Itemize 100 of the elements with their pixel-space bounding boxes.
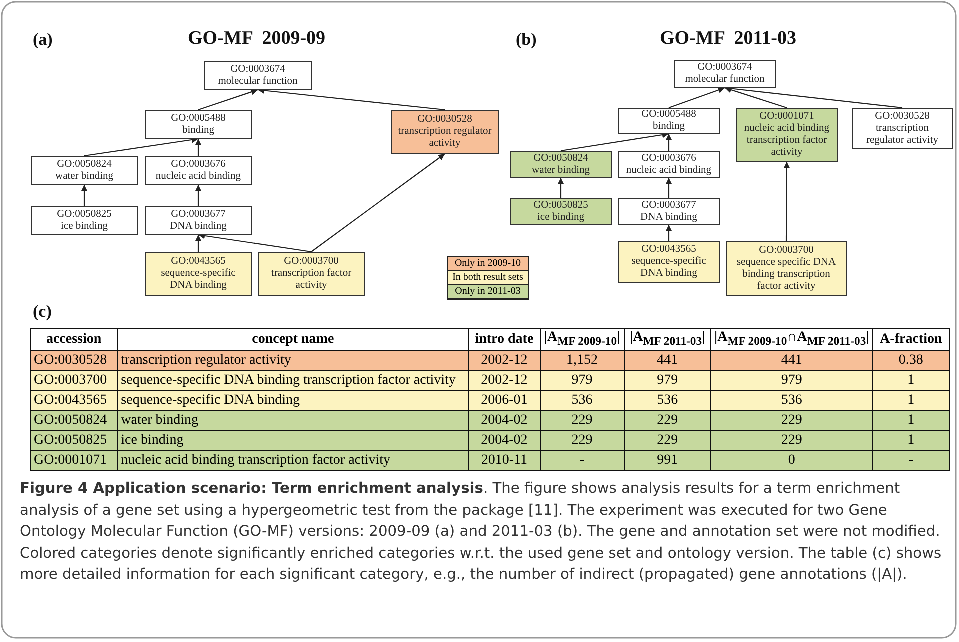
term-id: GO:0003676 [642,152,696,164]
term-id: GO:0003676 [171,158,226,170]
term-box [31,206,138,235]
term-id: GO:0003674 [698,62,752,74]
term-name: transcription regulator activity [397,126,493,150]
figure-caption: Figure 4 Application scenario: Term enrichment analysis. The figure shows analysis results for a term enrichment analysis of a gene set using a hypergeometric test from the package [11]. The experiment was executed for two Gene Ontology Molecular Function (GO-MF) versions: 2009-09 (a) and 2011-03 (b). The gene and annotation set were not modified. Colored categories denote significantly enriched categories w.r.t. the used gene set and ontology version. The table (c) shows more detailed information for each significant category, e.g., the number of indirect (propagated) gene annotations (|A|). [20,479,943,586]
term-id: GO:0003677 [642,200,696,212]
table-cell: sequence-specific DNA binding [118,390,469,410]
term-box [145,206,252,235]
panel-heading: GO-MF 2011-03 [660,28,796,50]
term-box [145,252,252,296]
table-cell: 229 [624,410,711,430]
term-id: GO:0050824 [534,152,588,164]
table-cell: 229 [710,410,873,430]
panel-letter: (b) [516,30,537,50]
term-box [145,156,252,185]
arrow [666,134,672,151]
arrow [311,154,446,252]
arrow [668,87,726,109]
term-id: GO:0003700 [759,244,814,256]
table-cell: 2004-02 [468,430,540,450]
table-cell: 229 [710,430,873,450]
term-id: GO:0050825 [534,200,588,212]
arrow [195,139,202,156]
table-cell: 536 [710,390,873,410]
table-cell: GO:0050824 [30,410,118,430]
table-cell: 536 [624,390,711,410]
arrow [195,185,202,206]
term-box [510,151,612,178]
table-cell: sequence-specific DNA binding transcription factor activity [118,370,469,390]
table-cell: GO:0043565 [30,390,118,410]
term-name: molecular function [685,74,765,86]
arrow [195,235,202,252]
table-cell: 979 [624,370,711,390]
header-cell: |A$_{MF 2009-10}$∩A$_{MF 2011-03}$| [710,328,873,350]
arrow [81,185,88,206]
table-cell: 2006-01 [468,390,540,410]
table-cell: transcription regulator activity [118,350,469,370]
term-id: GO:0030528 [418,114,472,126]
term-name: ice binding [538,212,584,224]
term-name: ice binding [61,220,108,232]
term-id: GO:0001071 [760,111,814,123]
header-cell: |A$_{MF 2009-10}$| [540,328,624,350]
table-cell: 0 [710,450,873,470]
table-cell: 229 [540,410,624,430]
term-name: binding [652,121,686,133]
table-cell: GO:0050825 [30,430,118,450]
term-box [145,110,252,139]
table-cell: 979 [540,370,624,390]
term-name: transcription regulator activity [865,122,940,146]
term-name: transcription factor activity [270,268,353,292]
arrow [666,225,672,241]
term-id: GO:0043565 [642,244,696,256]
panel-letter: (a) [33,30,53,50]
term-name: DNA binding [170,220,227,232]
term-box [258,252,365,296]
term-id: GO:0003677 [171,208,226,220]
table-cell: ice binding [118,430,469,450]
table-cell: 1 [872,430,950,450]
table-cell: 1,152 [540,350,624,370]
term-id: GO:0003700 [284,256,339,268]
table-cell: nucleic acid binding transcription factor activity [118,450,469,470]
term-name: water binding [55,170,114,182]
header-cell: A-fraction [872,328,950,350]
term-box [618,241,720,283]
arrow [666,178,672,198]
arrow [558,178,564,198]
table-cell: 2010-11 [468,450,540,470]
header-cell: accession [30,328,118,350]
term-name: DNA binding [640,212,698,224]
header-cell: intro date [468,328,540,350]
term-name: nucleic acid binding transcription factor activity [743,123,831,159]
term-id: GO:0050824 [57,158,112,170]
term-box [726,241,847,296]
panel-letter: (c) [33,302,52,322]
header-cell: concept name [118,328,469,350]
arrow [560,132,670,152]
term-box [618,151,720,178]
term-name: sequence-specific DNA binding [630,256,708,280]
legend-text: In both result sets [452,272,524,283]
table-cell: 991 [624,450,711,470]
term-name: sequence specific DNA binding transcription factor activity [736,256,838,292]
table-cell: 536 [540,390,624,410]
header-cell: |A$_{MF 2011-03}$| [624,328,711,350]
table-cell: 2004-02 [468,410,540,430]
term-box [618,198,720,225]
term-name: water binding [532,164,590,176]
term-box [31,156,138,185]
table-cell: 979 [710,370,873,390]
arrow [198,88,258,111]
table-cell: GO:0001071 [30,450,118,470]
table-cell: 2002-12 [468,370,540,390]
term-id: GO:0005488 [642,109,696,121]
table-cell: GO:0030528 [30,350,118,370]
term-id: GO:0043565 [171,256,226,268]
table-cell: 1 [872,370,950,390]
term-box [391,110,499,154]
term-box [852,108,953,149]
table-cell: 1 [872,390,950,410]
arrow [724,86,788,109]
